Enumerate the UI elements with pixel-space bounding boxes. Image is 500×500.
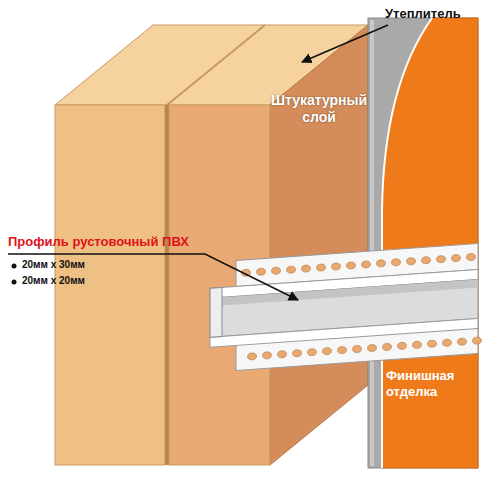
part-label: Финишная отделка <box>386 368 474 399</box>
perforation-hole <box>467 253 476 261</box>
part-label: Утеплитель <box>385 6 461 22</box>
perforation-hole <box>287 266 296 274</box>
perforation-hole <box>383 343 392 351</box>
leader-line <box>8 254 298 300</box>
profile-channel-shade <box>210 280 478 307</box>
insulation-side <box>270 25 368 465</box>
plaster-layer <box>368 18 478 468</box>
perforation-hole <box>278 350 287 358</box>
perforation-hole <box>422 256 431 264</box>
perforation-hole <box>257 268 266 276</box>
perforation-hole <box>293 349 302 357</box>
perforation-hole <box>248 353 257 361</box>
perforation-hole <box>338 346 347 354</box>
perforation-hole <box>377 260 386 268</box>
bullet-dot <box>12 264 17 269</box>
perforation-hole <box>437 255 446 263</box>
perforation-hole <box>347 262 356 270</box>
perforation-hole <box>272 267 281 275</box>
profile-bottom-lip <box>210 319 478 348</box>
perforation-hole <box>392 258 401 266</box>
part-label: Штукатурный слой <box>264 92 374 126</box>
dimension-label: 20мм х 20мм <box>22 275 85 287</box>
perforation-hole <box>353 345 362 353</box>
perforation-hole <box>398 342 407 350</box>
plaster-edge <box>370 20 374 466</box>
perforation-hole <box>308 348 317 356</box>
perforation-hole <box>452 254 461 262</box>
perforation-hole <box>317 264 326 272</box>
perforation-hole <box>323 347 332 355</box>
pvc-profile <box>210 243 482 372</box>
perforation-hole <box>407 257 416 265</box>
perforation-hole <box>362 261 371 269</box>
finish-layer <box>382 18 478 468</box>
leader-line <box>302 25 388 62</box>
perforation-hole <box>263 352 272 360</box>
perforation-hole <box>368 344 377 352</box>
perforation-hole <box>473 337 482 345</box>
perforation-hole <box>302 265 311 273</box>
insulation-groove <box>167 25 265 105</box>
dimension-label: 20мм х 30мм <box>22 259 85 271</box>
perforation-hole <box>428 340 437 348</box>
perforation-hole <box>332 263 341 271</box>
part-label: Профиль рустовочный ПВХ <box>8 234 189 250</box>
profile-end-cap <box>210 287 222 337</box>
bullet-dot <box>12 280 17 285</box>
perforation-hole <box>443 339 452 347</box>
insulation-joint <box>165 105 169 465</box>
perforation-hole <box>413 341 422 349</box>
finish-edge <box>382 18 432 468</box>
perforation-hole <box>458 338 467 346</box>
